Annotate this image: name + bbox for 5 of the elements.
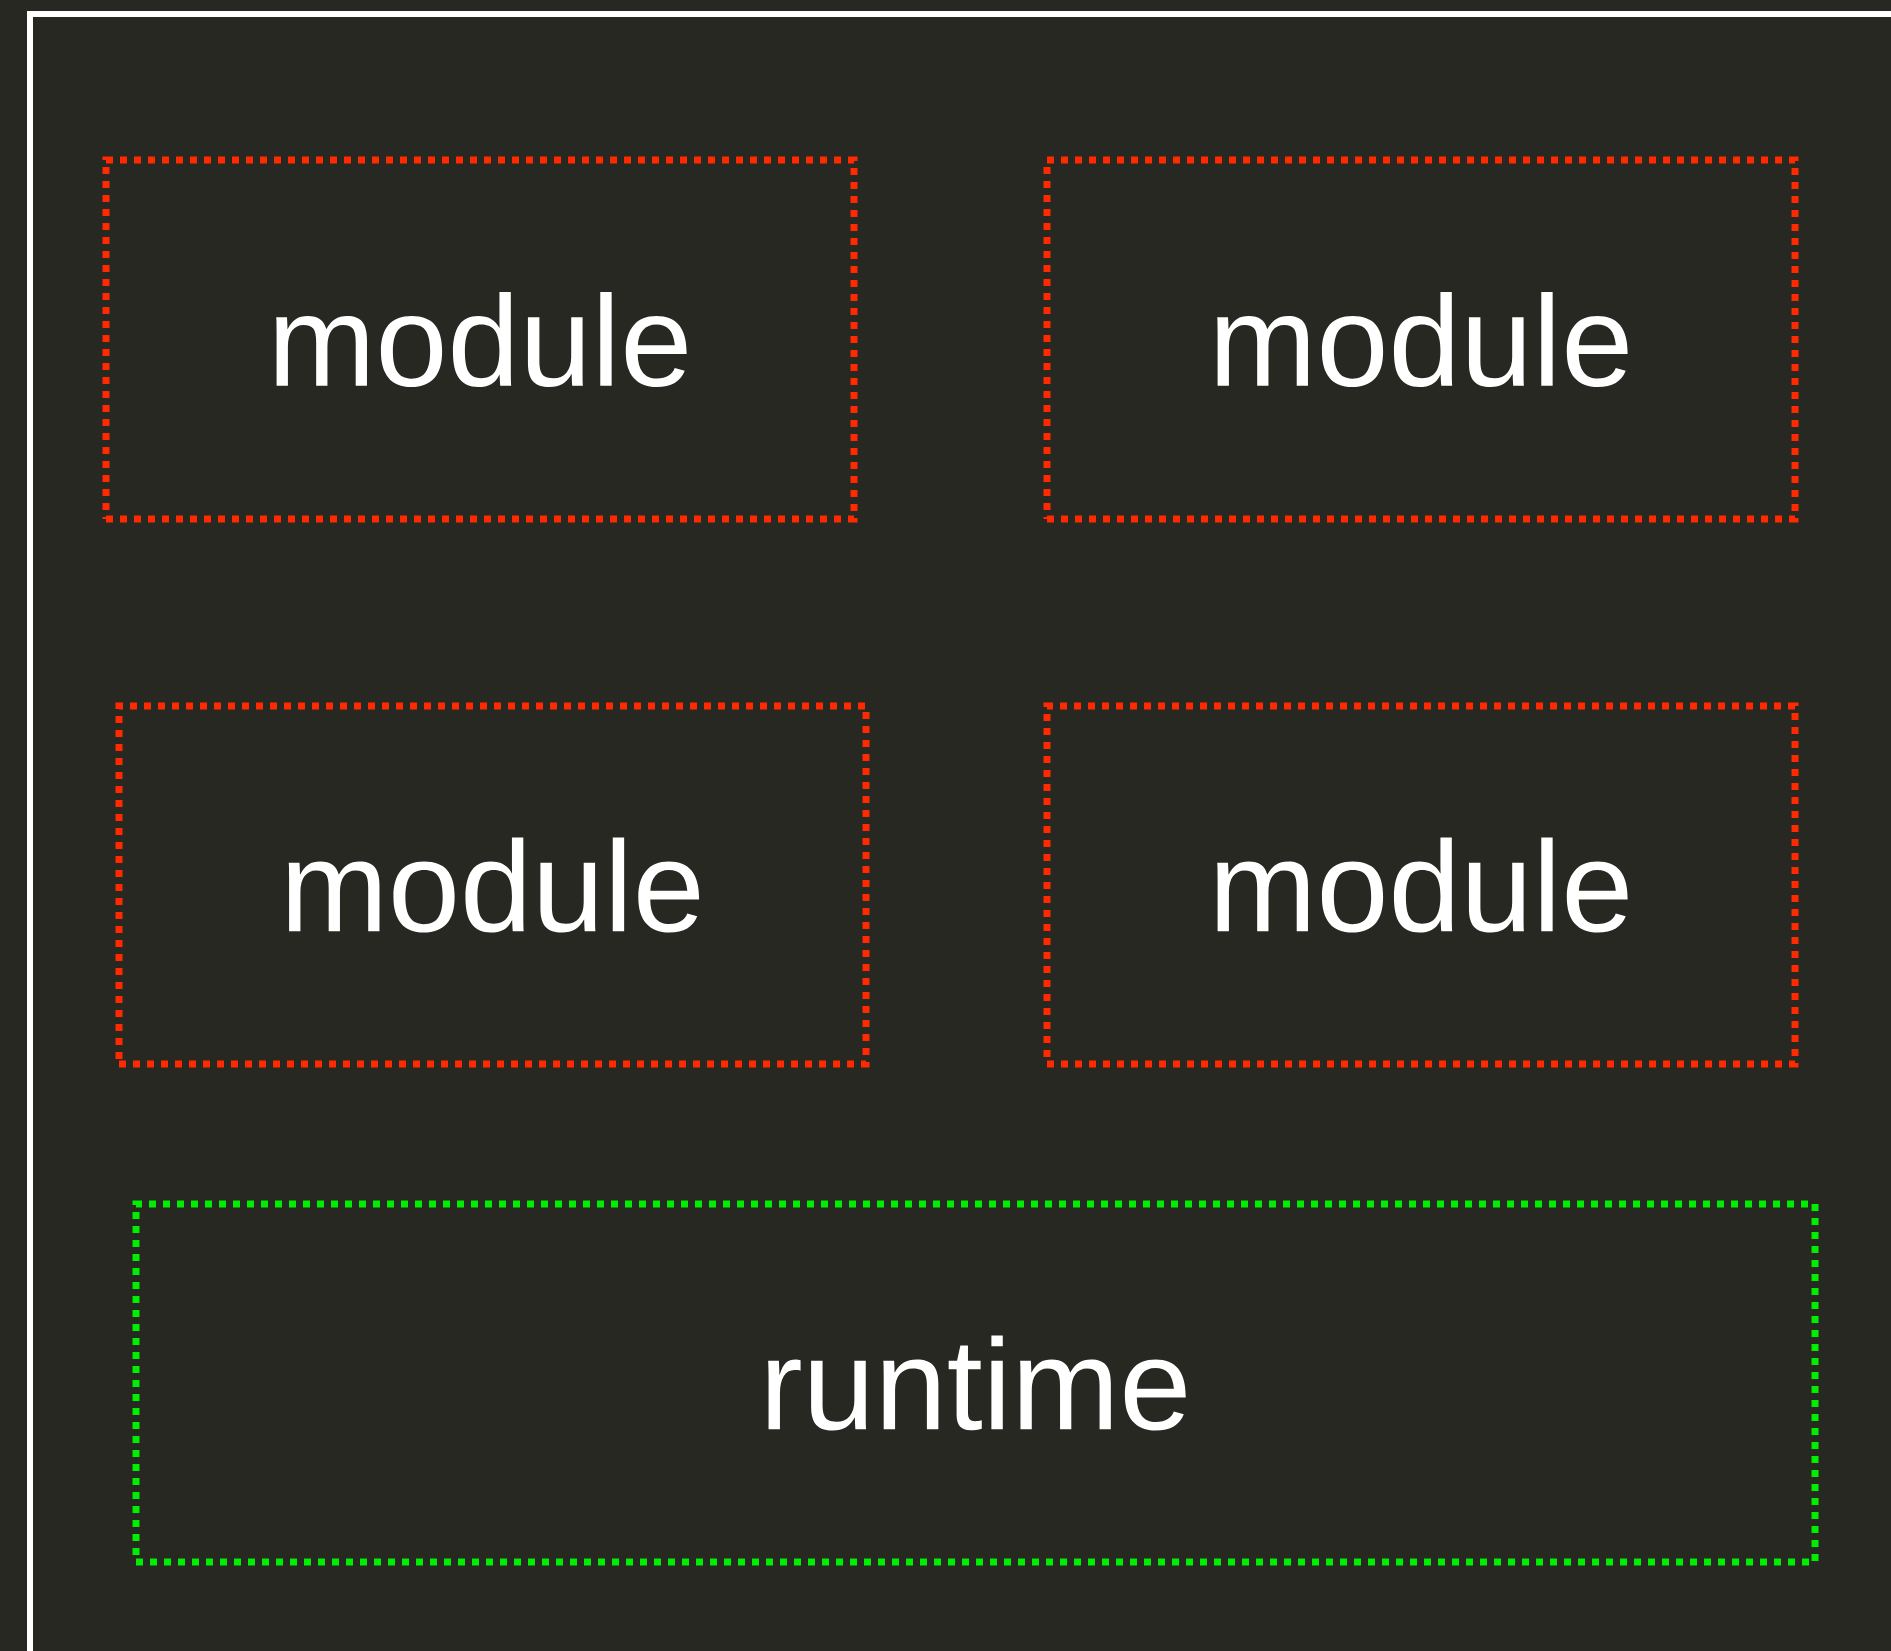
module-box: runtime — [132, 1200, 1819, 1566]
module-box: module — [102, 156, 858, 523]
module-box: module — [1043, 156, 1799, 523]
module-box: module — [115, 702, 870, 1068]
module-box: module — [1043, 702, 1799, 1068]
